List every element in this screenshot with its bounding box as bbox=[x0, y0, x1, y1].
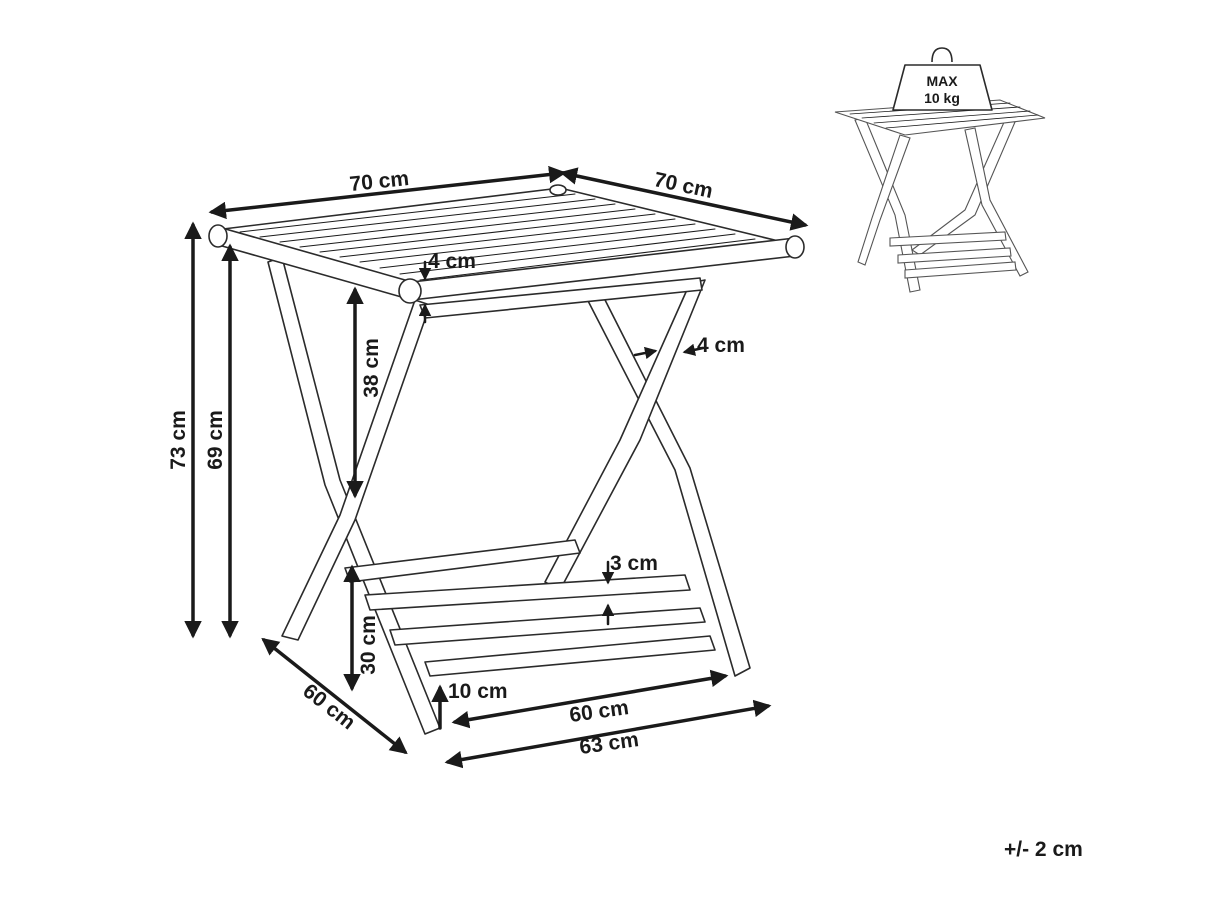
weight-icon bbox=[892, 64, 993, 111]
shelf-slat-1 bbox=[344, 539, 581, 583]
small-dimension-arrows bbox=[418, 260, 705, 626]
arrow-top-width bbox=[208, 165, 567, 220]
arrow-leg-thickness-b bbox=[682, 343, 705, 356]
label-foot-height: 10 cm bbox=[448, 680, 508, 703]
shelf-slat-2 bbox=[364, 574, 691, 611]
arrow-base-depth bbox=[261, 637, 408, 755]
shelf-slat-4 bbox=[424, 635, 716, 677]
folding-table-illustration bbox=[208, 184, 805, 735]
arrow-leg-thickness-a bbox=[633, 346, 658, 360]
tolerance-note: +/- 2 cm bbox=[1004, 838, 1083, 861]
label-base-width: 63 cm bbox=[578, 728, 640, 759]
shelf-slat-3 bbox=[389, 607, 706, 646]
arrow-top-depth bbox=[559, 167, 809, 231]
weight-handle bbox=[931, 47, 953, 63]
rim-end-back bbox=[549, 184, 567, 196]
label-height-to-top: 69 cm bbox=[204, 410, 227, 470]
rim-end-front bbox=[398, 278, 422, 304]
rim-end-right bbox=[785, 235, 805, 259]
load-capacity-illustration: MAX 10 kg bbox=[834, 47, 1046, 293]
max-load-line1: MAX bbox=[926, 73, 958, 89]
label-top-thickness: 4 cm bbox=[428, 250, 476, 273]
max-load-line2: 10 kg bbox=[924, 90, 960, 106]
dimension-arrows bbox=[184, 165, 809, 769]
label-leg-thickness: 4 cm bbox=[697, 334, 745, 357]
label-shelf-height: 30 cm bbox=[357, 615, 380, 675]
label-total-height: 73 cm bbox=[167, 410, 190, 470]
arrow-base-width bbox=[444, 699, 772, 769]
label-apron-to-shelf: 38 cm bbox=[360, 338, 383, 398]
rim-end-left bbox=[208, 224, 228, 248]
label-shelf-rail: 3 cm bbox=[610, 552, 658, 575]
